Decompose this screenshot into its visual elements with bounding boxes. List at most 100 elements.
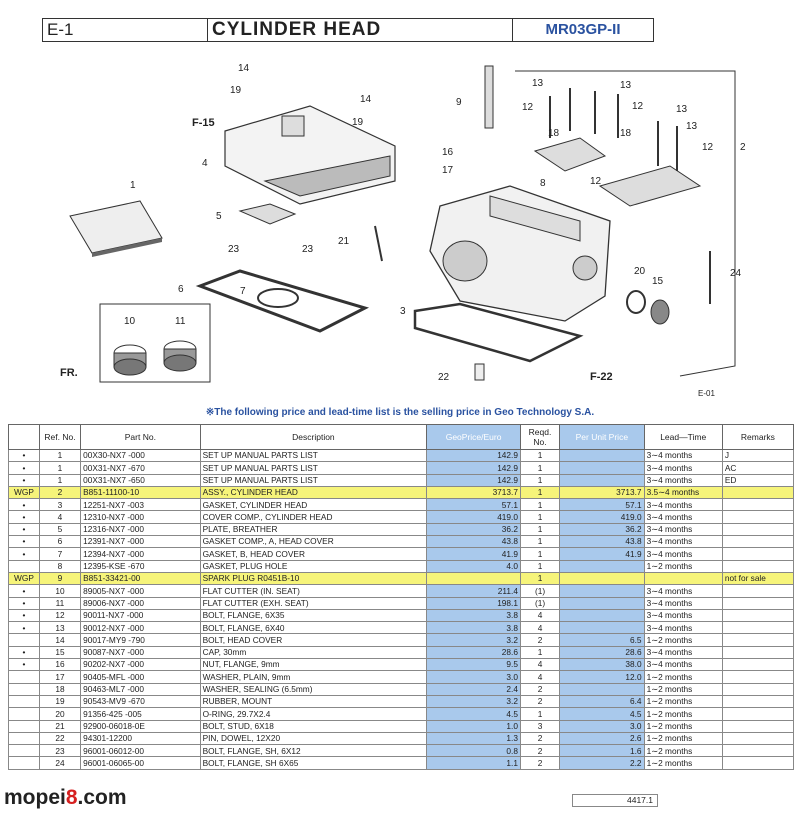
svg-text:14: 14 xyxy=(360,94,372,105)
table-cell xyxy=(721,498,795,512)
table-cell: 2 xyxy=(519,633,561,647)
table-cell: 3.2 xyxy=(426,633,521,647)
part-5-drawing xyxy=(238,203,297,225)
table-cell: (1) xyxy=(519,584,561,598)
svg-text:21: 21 xyxy=(338,236,350,247)
table-cell xyxy=(8,559,40,573)
table-cell xyxy=(721,608,795,623)
table-cell: SET UP MANUAL PARTS LIST xyxy=(199,461,428,475)
table-cell: 1∼2 months xyxy=(643,719,723,733)
parts-table: Ref. No. Part No. Description GeoPrice/E… xyxy=(8,424,795,770)
svg-text:12: 12 xyxy=(632,101,644,112)
svg-text:12: 12 xyxy=(702,142,714,153)
table-cell: PIN, DOWEL, 12X20 xyxy=(199,731,428,746)
table-cell: 8 xyxy=(38,559,82,573)
table-cell: 1 xyxy=(519,707,561,721)
table-cell: 4 xyxy=(519,608,561,623)
svg-text:12: 12 xyxy=(522,102,534,113)
part-6-drawing xyxy=(195,269,370,333)
table-cell: 90011-NX7 -000 xyxy=(80,608,201,623)
table-cell: 21 xyxy=(38,719,82,733)
table-cell: 41.9 xyxy=(426,547,521,561)
table-cell: 43.8 xyxy=(559,535,645,549)
table-cell: 4.5 xyxy=(559,707,645,721)
table-cell: 2 xyxy=(38,485,82,500)
table-cell xyxy=(559,571,645,586)
table-cell: 3∼4 months xyxy=(643,547,723,561)
table-cell: 22 xyxy=(38,731,82,746)
svg-text:12: 12 xyxy=(590,176,602,187)
table-cell: 1.0 xyxy=(426,719,521,733)
table-cell: 00X30-NX7 -000 xyxy=(80,448,201,463)
part-7-drawing xyxy=(257,288,299,308)
table-cell: 12251-NX7 -003 xyxy=(80,498,201,512)
table-cell: 1∼2 months xyxy=(643,694,723,709)
table-cell: 24 xyxy=(38,756,82,770)
table-cell: 1 xyxy=(519,571,561,586)
cam-holder-drawing xyxy=(533,137,607,172)
table-cell: NUT, FLANGE, 9mm xyxy=(199,658,428,672)
table-cell: 3.0 xyxy=(559,719,645,733)
table-cell xyxy=(8,707,40,721)
table-cell: 1.1 xyxy=(426,756,521,770)
table-cell: WGP xyxy=(8,571,40,586)
table-cell: 1∼2 months xyxy=(643,670,723,684)
table-cell: ASSY., CYLINDER HEAD xyxy=(199,485,428,500)
table-cell: 3.8 xyxy=(426,621,521,635)
table-cell: 1∼2 months xyxy=(643,633,723,647)
table-cell xyxy=(8,633,40,647)
column-header: Description xyxy=(199,424,428,450)
svg-text:11: 11 xyxy=(175,316,186,327)
table-cell: 94301-12200 xyxy=(80,731,201,746)
table-cell: B851-33421-00 xyxy=(80,571,201,586)
table-cell xyxy=(559,448,645,463)
table-cell: 3.5∼4 months xyxy=(643,485,723,500)
table-cell: 9.5 xyxy=(426,658,521,672)
svg-text:13: 13 xyxy=(532,78,544,89)
table-cell xyxy=(559,608,645,623)
table-cell: 1 xyxy=(38,461,82,475)
table-cell: 2.2 xyxy=(559,756,645,770)
table-cell: 90087-NX7 -000 xyxy=(80,645,201,660)
table-cell: 2 xyxy=(519,731,561,746)
table-cell: WASHER, SEALING (6.5mm) xyxy=(199,682,428,696)
table-cell: • xyxy=(8,510,40,524)
table-cell: 3.8 xyxy=(426,608,521,623)
table-cell xyxy=(559,559,645,573)
svg-text:17: 17 xyxy=(442,165,454,176)
svg-text:19: 19 xyxy=(230,85,242,96)
table-cell: 10 xyxy=(38,584,82,598)
figure-code: E-01 xyxy=(698,389,715,398)
table-cell: PLATE, BREATHER xyxy=(199,522,428,537)
table-cell: 20 xyxy=(38,707,82,721)
price-note: ※The following price and lead-time list … xyxy=(205,407,595,418)
table-cell xyxy=(559,596,645,610)
page-title: CYLINDER HEAD xyxy=(208,19,513,41)
table-cell xyxy=(8,731,40,746)
table-cell: 23 xyxy=(38,744,82,758)
table-cell: 1∼2 months xyxy=(643,682,723,696)
table-cell: • xyxy=(8,584,40,598)
table-cell: 2.6 xyxy=(559,731,645,746)
svg-text:1: 1 xyxy=(130,180,136,191)
column-header xyxy=(8,424,40,450)
table-cell: 5 xyxy=(38,522,82,537)
table-cell: 3∼4 months xyxy=(643,461,723,475)
part-20-drawing xyxy=(626,290,646,314)
table-cell xyxy=(721,633,795,647)
svg-text:24: 24 xyxy=(730,268,742,279)
table-cell: COVER COMP., CYLINDER HEAD xyxy=(199,510,428,524)
table-cell xyxy=(426,571,521,586)
table-cell: 4 xyxy=(38,510,82,524)
table-cell: 3713.7 xyxy=(426,485,521,500)
table-cell: BOLT, FLANGE, SH, 6X12 xyxy=(199,744,428,758)
table-cell: 3.0 xyxy=(426,670,521,684)
svg-text:22: 22 xyxy=(438,372,450,383)
table-cell xyxy=(721,510,795,524)
